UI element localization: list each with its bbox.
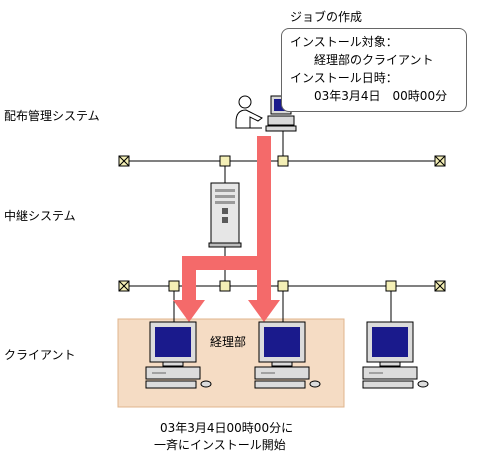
install-datetime-value: 03年3月4日 00時00分 xyxy=(314,89,448,103)
caption-line-1: 03年3月4日00時00分に xyxy=(160,421,294,435)
node-manager xyxy=(277,155,289,167)
node-client2 xyxy=(277,280,289,292)
install-datetime-label: インストール日時： xyxy=(290,71,398,85)
job-creation-title: ジョブの作成 xyxy=(290,10,363,24)
node-relay-top xyxy=(219,155,231,167)
management-system-label: 配布管理システム xyxy=(4,109,100,123)
node-client1 xyxy=(168,280,180,292)
department-label: 経理部 xyxy=(210,335,247,349)
caption-line-2: 一斉にインストール開始 xyxy=(154,438,286,452)
terminator-bottom-right xyxy=(434,280,446,292)
node-relay-bottom xyxy=(219,280,231,292)
administrator-icon xyxy=(235,95,263,129)
terminator-bottom-left xyxy=(118,280,130,292)
relay-server-icon xyxy=(208,182,242,248)
distribution-arrows xyxy=(173,136,280,322)
job-details-callout: インストール対象： 経理部のクライアント インストール日時： 03年3月4日 0… xyxy=(281,28,467,112)
install-target-label: インストール対象： xyxy=(290,35,398,49)
terminator-top-right xyxy=(434,155,446,167)
client-pc-1-icon xyxy=(145,321,212,389)
terminator-top-left xyxy=(118,155,130,167)
client-pc-3-icon xyxy=(362,321,429,389)
relay-system-label: 中継システム xyxy=(4,209,76,223)
node-client3 xyxy=(385,280,397,292)
install-target-value: 経理部のクライアント xyxy=(314,53,434,67)
client-label: クライアント xyxy=(4,348,76,362)
client-pc-2-icon xyxy=(254,321,321,389)
